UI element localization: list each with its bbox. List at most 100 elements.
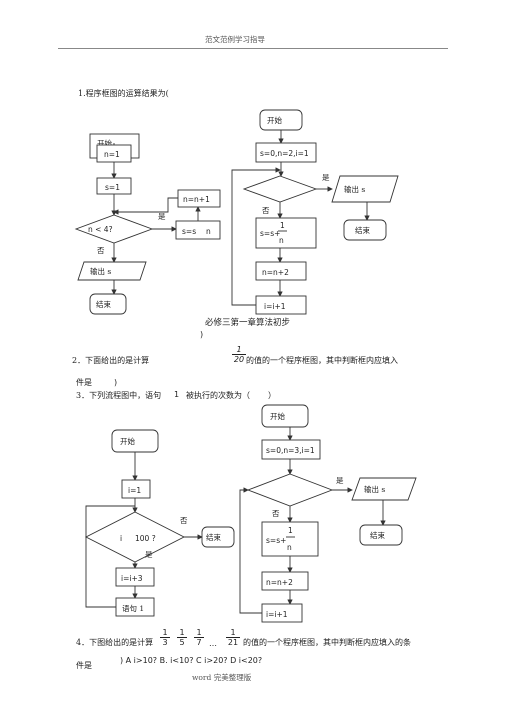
- q1-prompt: 1.程序框图的运算结果为(: [78, 89, 169, 98]
- q1r-init: s=0,n=2,i=1: [260, 149, 309, 158]
- q1l-inc: n=n+1: [183, 195, 210, 204]
- q3r-yes: 是: [336, 476, 344, 485]
- q1r-init-box: [255, 142, 317, 163]
- q1l-yes: 是: [158, 212, 166, 221]
- q1l-end: 结束: [96, 299, 111, 309]
- q3l-cond-a: i: [120, 534, 122, 543]
- q4-frac-4: 1 21: [226, 628, 240, 647]
- q3r-init-box: [261, 439, 321, 460]
- q4-prompt: 4．下图给出的是计算: [76, 638, 154, 647]
- q3r-end: 结束: [370, 530, 385, 540]
- q4-frac-2-num: 1: [179, 628, 185, 637]
- q3r-frac-den: n: [287, 543, 292, 552]
- q1r-yes: 是: [322, 173, 330, 182]
- q4-frac-1-den: 3: [160, 637, 170, 647]
- q2-frac-num: 1: [236, 345, 242, 354]
- q3r-end-box: [359, 524, 403, 546]
- q4-frac-4-den: 21: [226, 637, 240, 647]
- q3l-init-box: [121, 479, 151, 499]
- q3l-end-box: [201, 526, 235, 548]
- q4-frac-1-num: 1: [162, 628, 168, 637]
- q4-frac-3-num: 1: [196, 628, 202, 637]
- q3r-no: 否: [272, 509, 280, 518]
- q3r-start: 开始: [270, 411, 285, 421]
- q3r-update-box: [261, 521, 319, 557]
- q1r-output-box: [331, 175, 399, 203]
- q3l-stmt: 语句 1: [122, 603, 144, 613]
- q1r-start: 开始: [267, 115, 282, 125]
- q1r-output: 输出 s: [344, 184, 365, 194]
- page-footer: word 完美整理版: [192, 673, 252, 682]
- q3r-incn: n=n+2: [266, 578, 293, 587]
- section-title: 必修三第一章算法初步: [205, 318, 291, 328]
- q1l-start: 开始: [97, 138, 112, 148]
- q3-prompt: 3．下列流程图中，语句: [76, 391, 162, 400]
- q3-n: 1: [174, 390, 180, 399]
- header-rule: [58, 48, 448, 49]
- q4-tail: 的值的一个程序框图，其中判断框内应填入的条: [243, 638, 411, 647]
- q4-frac-3: 1 7: [194, 628, 204, 647]
- q3r-frac-num: 1: [288, 526, 293, 535]
- q4-options: ) A i>10? B. i<10? C i>20? D i<20?: [120, 656, 263, 665]
- q1l-output-box: [77, 261, 147, 281]
- q3r-output-box: [351, 477, 417, 501]
- q1l-output: 输出 s: [90, 266, 111, 276]
- q4-line2: 件是: [76, 661, 92, 670]
- q4-frac-1: 1 3: [160, 628, 170, 647]
- q1r-no: 否: [262, 206, 270, 215]
- q3l-start-box: [111, 429, 159, 453]
- q3r-inci: i=i+1: [266, 610, 288, 619]
- q2-fraction: 1 20: [232, 345, 246, 364]
- q2-prompt: 2．下面给出的是计算: [72, 356, 150, 365]
- q1l-update-a: s=s: [182, 227, 196, 236]
- q1l-sinit: s=1: [105, 183, 120, 192]
- q1l-no: 否: [97, 246, 105, 255]
- q4-frac-2-den: 5: [177, 637, 187, 647]
- q3-tail: 被执行的次数为（: [186, 391, 250, 400]
- q1-right-flowchart: 开始 s=0,n=2,i=1 是 输出 s 结束 否 s=s+ 1 n n=n+…: [231, 109, 399, 315]
- q1r-frac-num: 1: [280, 221, 285, 230]
- q3l-update: i=i+3: [121, 574, 143, 583]
- q1r-update-s: s=s+: [260, 229, 280, 238]
- q3r-cond-diamond: [246, 473, 334, 507]
- q1-close-paren: ): [200, 330, 204, 339]
- q1r-frac-den: n: [279, 236, 284, 245]
- q2-line2-paren: ): [114, 378, 118, 387]
- q1l-inc-box: [177, 189, 221, 208]
- q1r-incn: n=n+2: [262, 268, 289, 277]
- q2-tail: 的值的一个程序框图，其中判断框内应填入: [246, 356, 398, 365]
- q3-left-flowchart: 开始 i=1 i 100 ? 否 结束 是 i=i+3 语句 1: [85, 429, 235, 617]
- q1r-inci: i=i+1: [264, 302, 286, 311]
- q3r-start-box: [261, 404, 309, 428]
- q4-frac-4-num: 1: [230, 628, 236, 637]
- q3l-cond-b: 100 ?: [135, 534, 156, 543]
- q3l-init: i=1: [128, 486, 141, 495]
- q3r-update-s: s=s+: [266, 536, 286, 545]
- q1l-update-b: n: [206, 227, 211, 236]
- q4-frac-2: 1 5: [177, 628, 187, 647]
- q1r-end-box: [343, 219, 387, 241]
- q4-frac-3-den: 7: [194, 637, 204, 647]
- q1l-end-box: [89, 293, 127, 315]
- q3r-incn-box: [261, 571, 309, 591]
- q1r-update-box: [255, 217, 317, 249]
- q3-close: ）: [268, 391, 276, 400]
- q1l-init: n=1: [104, 150, 120, 159]
- q3-right-flowchart: 开始 s=0,n=3,i=1 是 输出 s 结束 否 s=s+ 1 n n=n+…: [239, 404, 417, 623]
- page-header: 范文范例学习指导: [205, 35, 265, 44]
- q2-frac-den: 20: [232, 354, 246, 364]
- q3r-output: 输出 s: [364, 484, 385, 494]
- q1r-cond-diamond: [242, 175, 318, 203]
- q1r-end: 结束: [355, 225, 370, 235]
- q3l-start: 开始: [120, 436, 135, 446]
- q4-ellipsis: …: [209, 639, 217, 648]
- q3l-no: 否: [180, 516, 188, 525]
- q2-line2: 件是: [76, 378, 92, 387]
- q1-left-flowchart: 开始 n=1 s=1 n < 4? 是 s=s n n=n+1 否 输出 s 结…: [74, 133, 221, 315]
- q1l-cond: n < 4?: [88, 225, 113, 234]
- q3l-end: 结束: [206, 532, 221, 542]
- q3l-yes: 是: [145, 550, 153, 559]
- q1r-incn-box: [255, 261, 307, 281]
- q3r-init: s=0,n=3,i=1: [266, 446, 315, 455]
